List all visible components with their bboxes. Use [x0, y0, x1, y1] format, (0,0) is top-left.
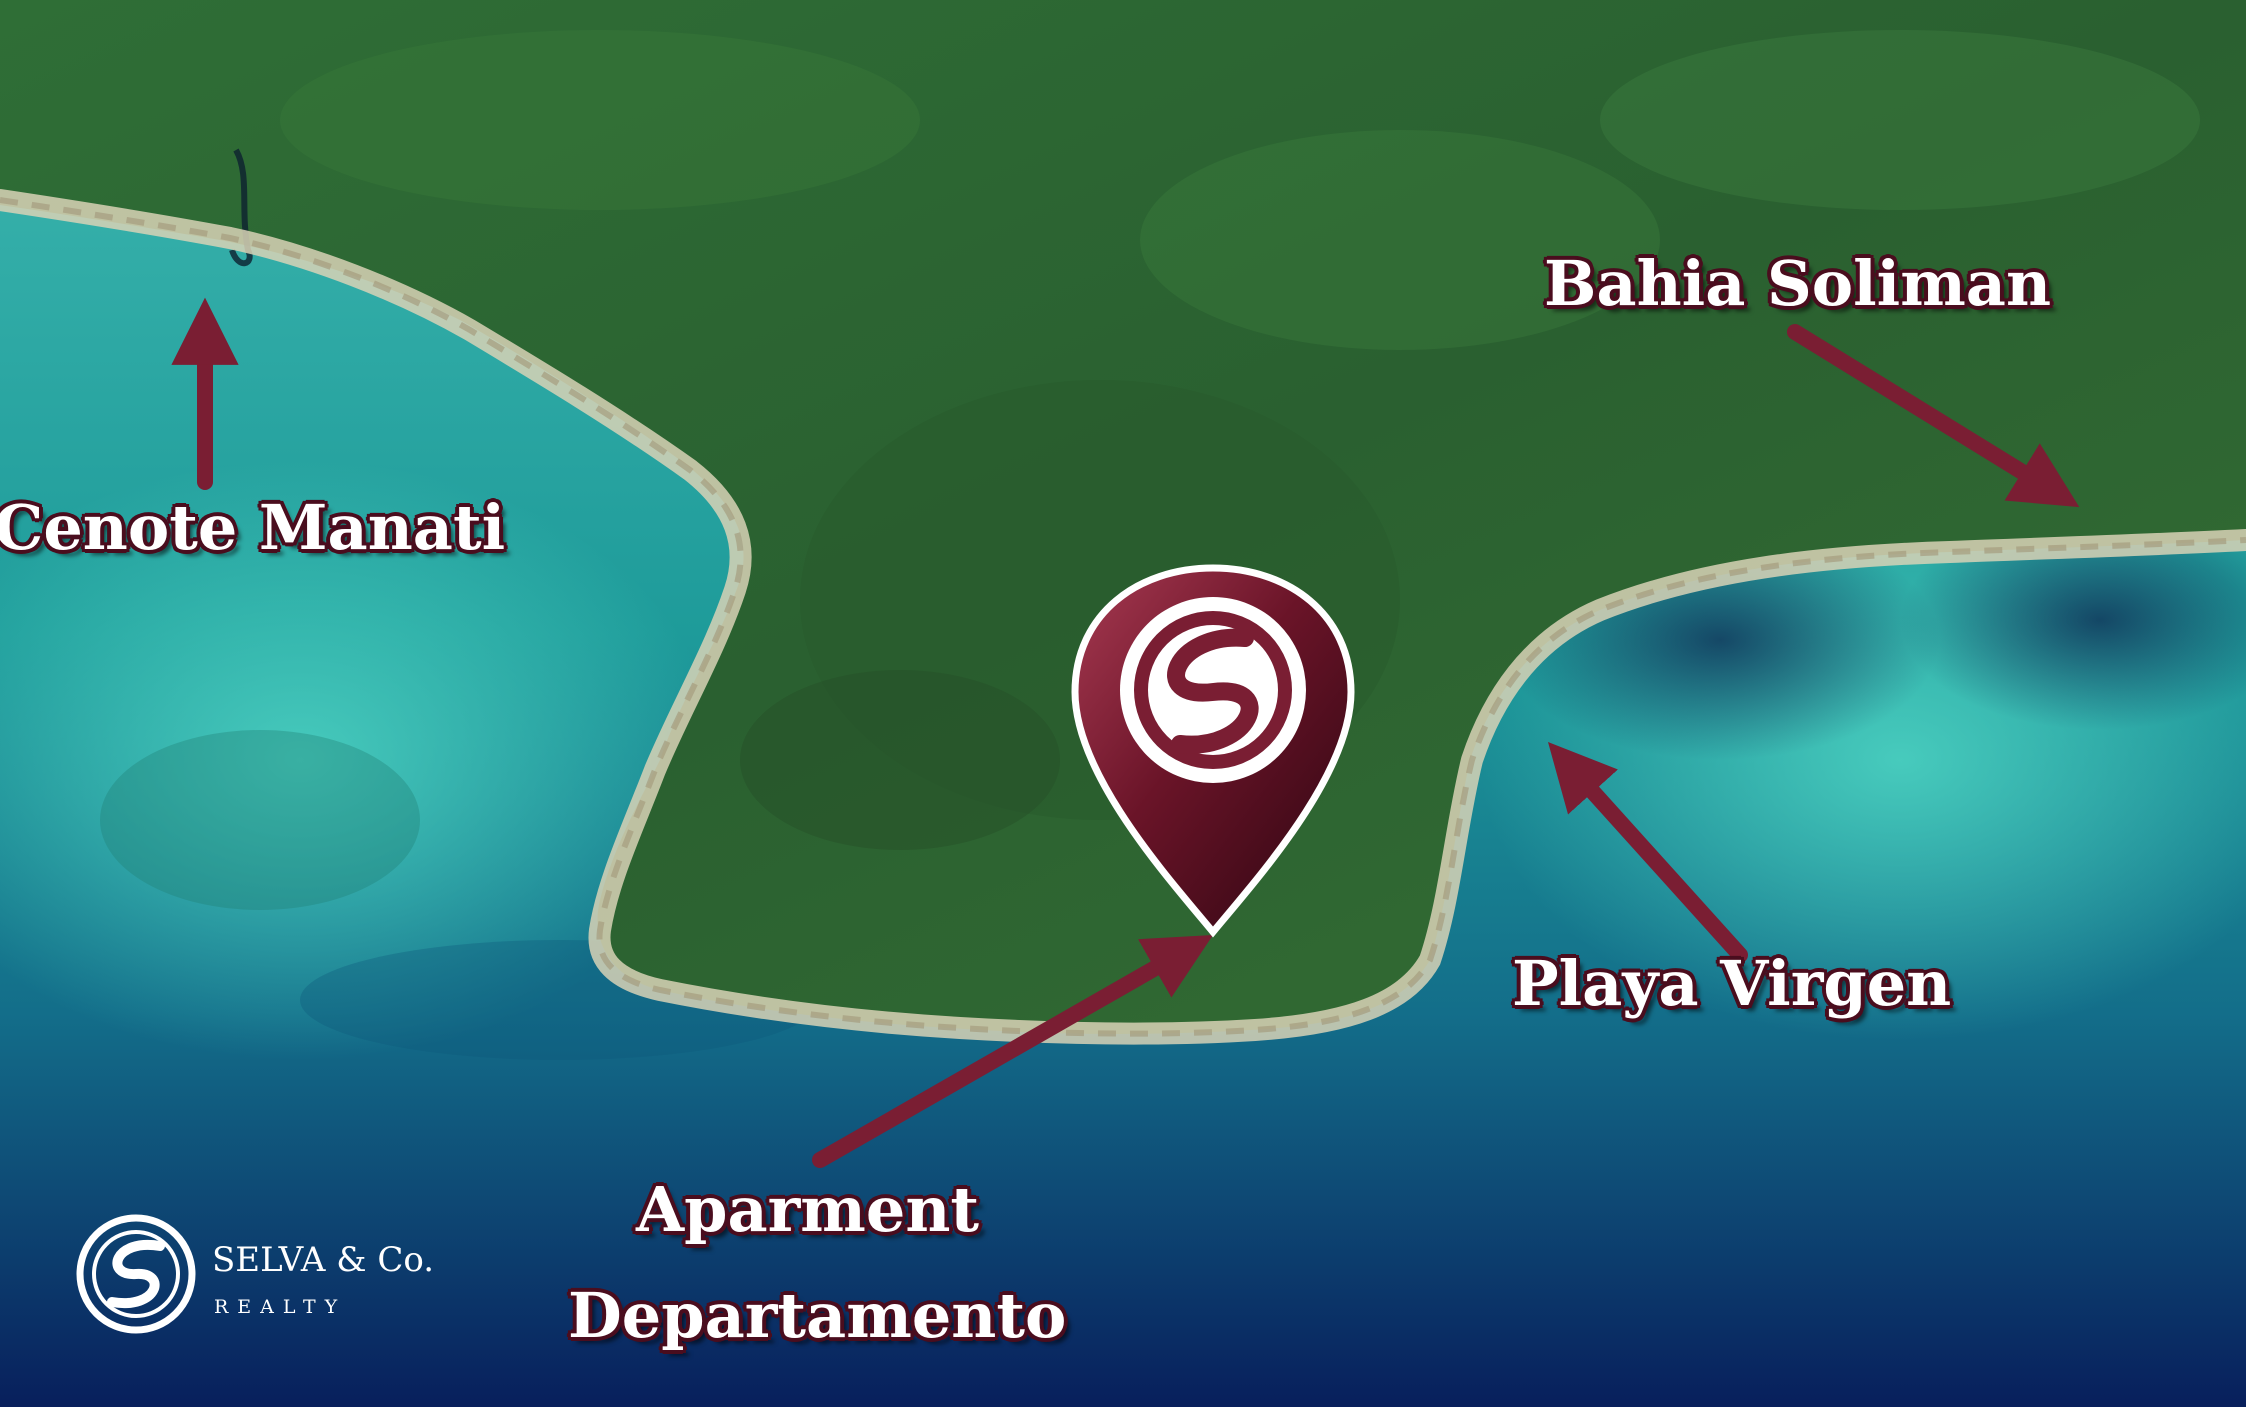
brand-subtitle: REALTY — [214, 1296, 347, 1318]
label-playa-virgen: Playa Virgen — [1512, 947, 1952, 1020]
brand-name: SELVA & Co. — [212, 1240, 435, 1280]
label-cenote-manati: Cenote Manati — [0, 491, 506, 564]
selva-logo-icon — [76, 1214, 196, 1334]
map-pin-logo-icon — [1071, 564, 1355, 938]
brand-logo: SELVA & Co. REALTY — [74, 1212, 434, 1342]
label-departamento: Departamento — [568, 1279, 1067, 1352]
arrow-playa — [1548, 742, 1748, 963]
label-apartment: Aparment — [636, 1173, 980, 1246]
arrow-apartment — [812, 934, 1213, 1168]
label-bahia-soliman: Bahia Soliman — [1544, 247, 2052, 320]
arrow-bahia — [1787, 324, 2080, 508]
